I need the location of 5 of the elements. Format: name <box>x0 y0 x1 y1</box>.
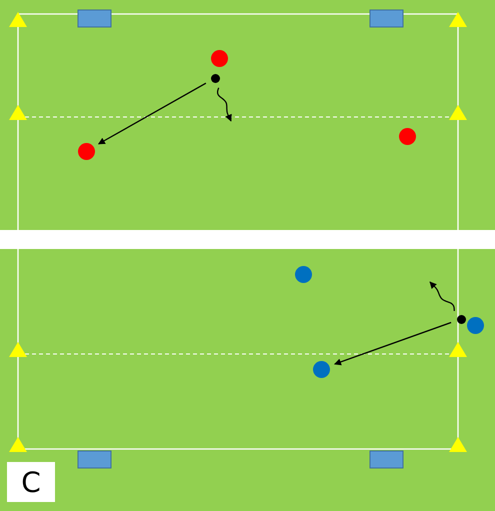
panel-letter: C <box>7 462 55 502</box>
pass-arrow <box>98 82 206 144</box>
pass-arrow <box>334 322 452 366</box>
dribble-arrow <box>430 281 455 312</box>
dribble-arrow <box>217 88 232 122</box>
